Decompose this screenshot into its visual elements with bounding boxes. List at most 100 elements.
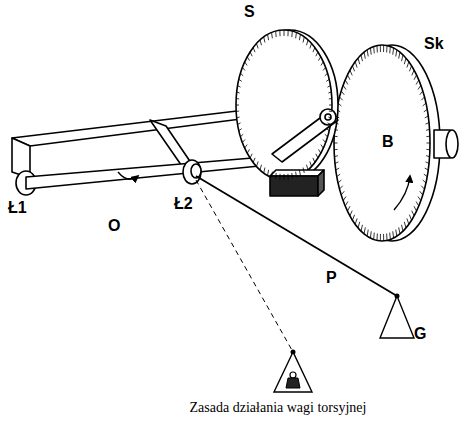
scale-tick [299,170,300,176]
scale-tick [242,68,245,71]
scale-tick [426,123,429,124]
bearing-l2-inner [191,164,201,178]
scale-tick [337,174,340,176]
scale-tick [238,86,241,88]
scale-tick [416,201,419,205]
scale-tick [423,103,426,106]
scale-tick [335,123,338,124]
scale-tick [350,70,352,75]
scale-tick [240,134,243,137]
scale-tick [426,136,429,137]
scale-tick [318,57,320,61]
scale-tick [334,129,337,131]
rotation-arrow-b [394,176,410,210]
scale-tick [423,180,426,183]
scale-tick [418,196,421,200]
scale-tick [323,68,326,71]
scale-tick [250,52,252,56]
scale-tick [345,201,348,205]
scale-tick [421,186,424,189]
weight-handle [290,372,296,378]
weight-top [270,170,324,176]
scale-tick [396,230,397,237]
scale-tick [325,73,328,76]
scale-tick [399,227,400,233]
scale-tick [380,45,381,52]
scale-tick [237,117,240,118]
scale-tick [236,98,239,100]
scale-tick [264,168,265,173]
scale-tick [256,44,258,49]
scale-tick [295,33,297,39]
scale-tick [318,149,320,153]
scale-tick [242,140,245,143]
scale-tick [316,154,318,158]
caption: Zasada działania wagi torsyjnej [190,400,367,415]
scale-tick [240,73,243,76]
scale-tick [321,145,323,148]
scale-tick [424,174,427,176]
scale-tick [402,225,404,231]
pan-deflected [274,352,312,392]
bearing-l2 [183,160,201,184]
scale-tick [313,48,315,53]
scale-tick [237,92,240,93]
scale-tick [386,46,387,53]
scale-tick [264,37,265,42]
scale-tick [426,149,429,150]
scale-tick [291,31,293,37]
scale-tick [404,58,406,64]
scale-tick [404,222,406,228]
scale-tick [383,234,384,241]
scale-tick [253,158,255,163]
scale-tick [373,46,375,53]
scale-tick [236,105,239,106]
scale-tick [389,46,391,53]
scale-tick [341,91,344,95]
scale-tick [337,109,340,111]
scale-tick [336,168,339,170]
scale-tick [287,30,288,36]
scale-tick [310,44,312,49]
scale-tick [245,145,247,148]
scale-tick [303,37,304,42]
scale-tick [399,52,400,58]
scale-tick [426,162,429,163]
pointer-deflected [196,180,293,352]
scale-tick [275,31,277,37]
scale-tick [268,170,269,176]
scale-tick [367,230,368,237]
scale-tick [347,206,350,211]
scale-tick [364,227,365,233]
scale-tick [425,116,428,118]
counterweight [270,176,318,196]
lever-hub [320,109,336,125]
scale-tick [239,129,242,131]
scale-tick [370,231,372,238]
scale-tick [334,136,337,137]
scale-tick [416,80,419,84]
part-label: O [108,218,120,234]
scale-tick [352,215,354,221]
scale-tick [370,48,372,55]
scale-tick [340,97,343,100]
scale-tick [418,85,421,89]
scale-tick [386,234,387,241]
scale-tick [256,162,258,167]
scale-tick [421,97,424,100]
scale-tick [338,103,341,106]
scale-tick [376,234,377,241]
scale-tick [321,62,323,65]
scale-tick [329,105,332,106]
scale-tick [355,62,357,68]
scale-ticks [236,30,430,241]
part-label: P [326,270,337,286]
scale-tick [338,180,341,183]
scale-tick [291,173,293,179]
scale-tick [352,66,354,72]
scale-tick [364,52,365,58]
scale-tick [367,50,368,57]
scale-tick [426,129,429,131]
scale-tick [392,231,394,238]
